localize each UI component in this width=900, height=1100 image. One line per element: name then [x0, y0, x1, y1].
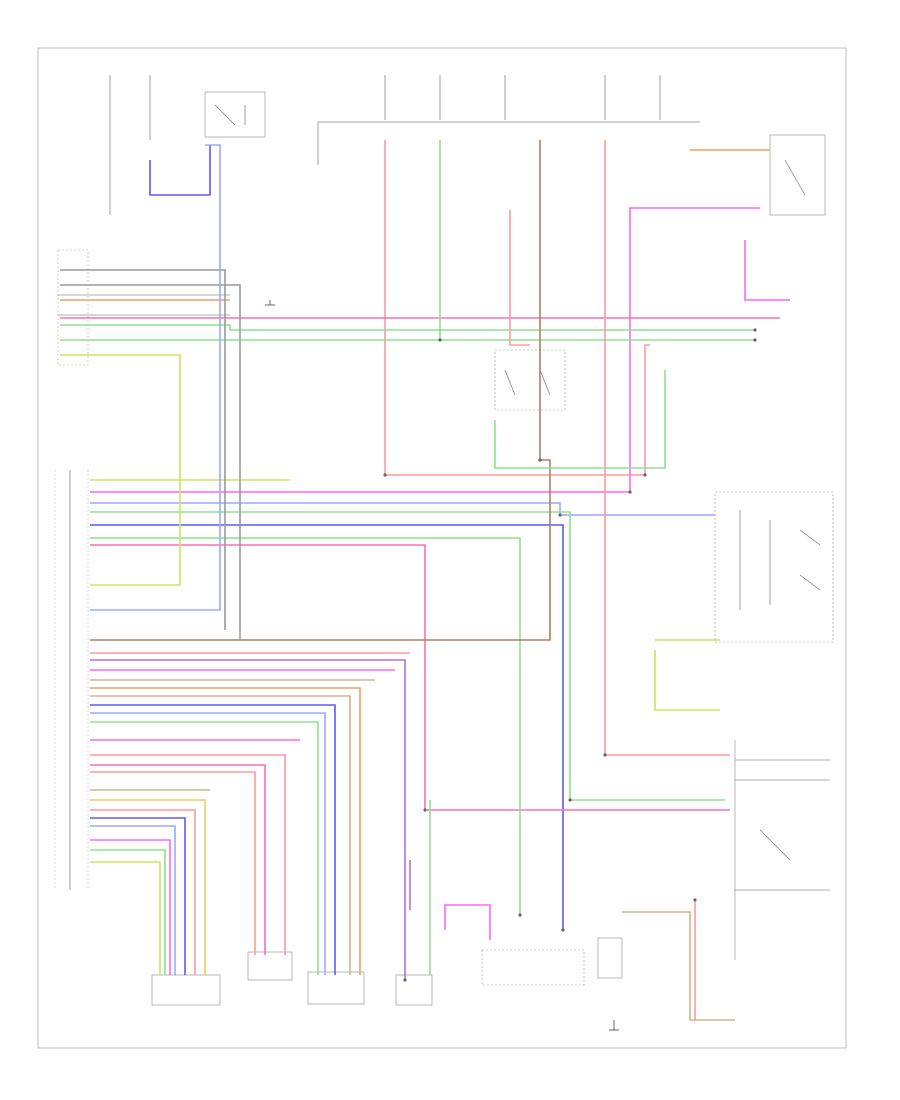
wire-gray-34: [60, 269, 226, 630]
diagram-frame: [37, 47, 847, 1049]
wire-magenta-43: [744, 240, 790, 301]
wire-lightblue-25: [90, 825, 176, 975]
colored-wires: [60, 140, 790, 1021]
splice-dot-7: [693, 898, 697, 902]
wire-violet-9: [90, 659, 406, 980]
junction-connector: [481, 949, 585, 986]
wire-yellowgreen-28: [90, 861, 161, 975]
main-relay: [204, 91, 266, 138]
ground-symbols: [265, 300, 619, 1031]
splice-dot-12: [438, 338, 442, 342]
wire-lightblue-15: [90, 712, 326, 975]
wire-tan-47: [622, 911, 735, 1021]
splice-dot-13: [753, 328, 757, 332]
splice-dot-0: [383, 473, 387, 477]
splice-dot-3: [558, 513, 562, 517]
wire-pink-19: [90, 764, 266, 955]
bottom-components: [151, 937, 623, 1006]
wire-green-29: [60, 324, 755, 331]
power-rails: [109, 75, 700, 215]
brake-light-switch-box: [597, 937, 623, 979]
wire-red-41: [509, 210, 530, 346]
wire-green-27: [90, 849, 166, 975]
wire-blue-4: [90, 524, 564, 930]
splice-dot-1: [643, 473, 647, 477]
wire-yellowgreen-45: [654, 650, 720, 711]
wire-blue-24: [90, 817, 186, 975]
wire-magenta-1: [90, 207, 760, 493]
splice-dot-2: [628, 490, 632, 494]
ecm-connector: [54, 470, 89, 890]
wire-red-20: [90, 771, 256, 955]
splice-dot-9: [518, 913, 522, 917]
diagnostic-connector-block: [57, 249, 230, 366]
splice-dot-4: [568, 798, 572, 802]
wire-lightblue-37: [90, 144, 221, 611]
wire-red-18: [90, 754, 286, 955]
wire-blue-14: [90, 704, 336, 975]
wire-brown-39: [90, 140, 551, 641]
splice-dot-10: [403, 978, 407, 982]
wire-pink-6: [90, 544, 730, 811]
park-neutral-switch: [769, 134, 826, 216]
wire-yellowgreen-35: [60, 354, 181, 586]
shift-solenoid-block: [307, 971, 365, 1005]
wire-yellow-22: [90, 799, 206, 975]
wire-tan-13: [90, 695, 351, 975]
wire-magenta-26: [90, 839, 171, 975]
wire-magenta-49: [444, 904, 491, 940]
wire-gray-33: [60, 284, 241, 640]
throttle-position-sensor: [151, 974, 221, 1006]
wire-red-40: [604, 140, 730, 756]
wire-lightblue-2: [90, 502, 715, 516]
overdrive-switch: [494, 349, 566, 411]
wire-green-7: [90, 537, 521, 915]
wire-green-42: [494, 370, 666, 469]
wire-blue-36: [149, 145, 211, 196]
splice-dot-6: [603, 753, 607, 757]
speed-sensor: [247, 951, 293, 981]
wire-green-16: [90, 721, 319, 975]
splice-dot-5: [423, 808, 427, 812]
stop-lamp-switch: [734, 740, 830, 960]
wire-red-0: [384, 140, 650, 476]
splice-points: [383, 328, 757, 982]
splice-dot-8: [561, 928, 565, 932]
splice-dot-11: [538, 458, 542, 462]
wire-green-3: [90, 511, 725, 801]
splice-dot-14: [753, 338, 757, 342]
wire-orange-12: [90, 687, 361, 975]
combination-switch: [714, 491, 834, 643]
wire-red-23: [90, 809, 196, 975]
vehicle-speed-sensor: [395, 974, 433, 1006]
